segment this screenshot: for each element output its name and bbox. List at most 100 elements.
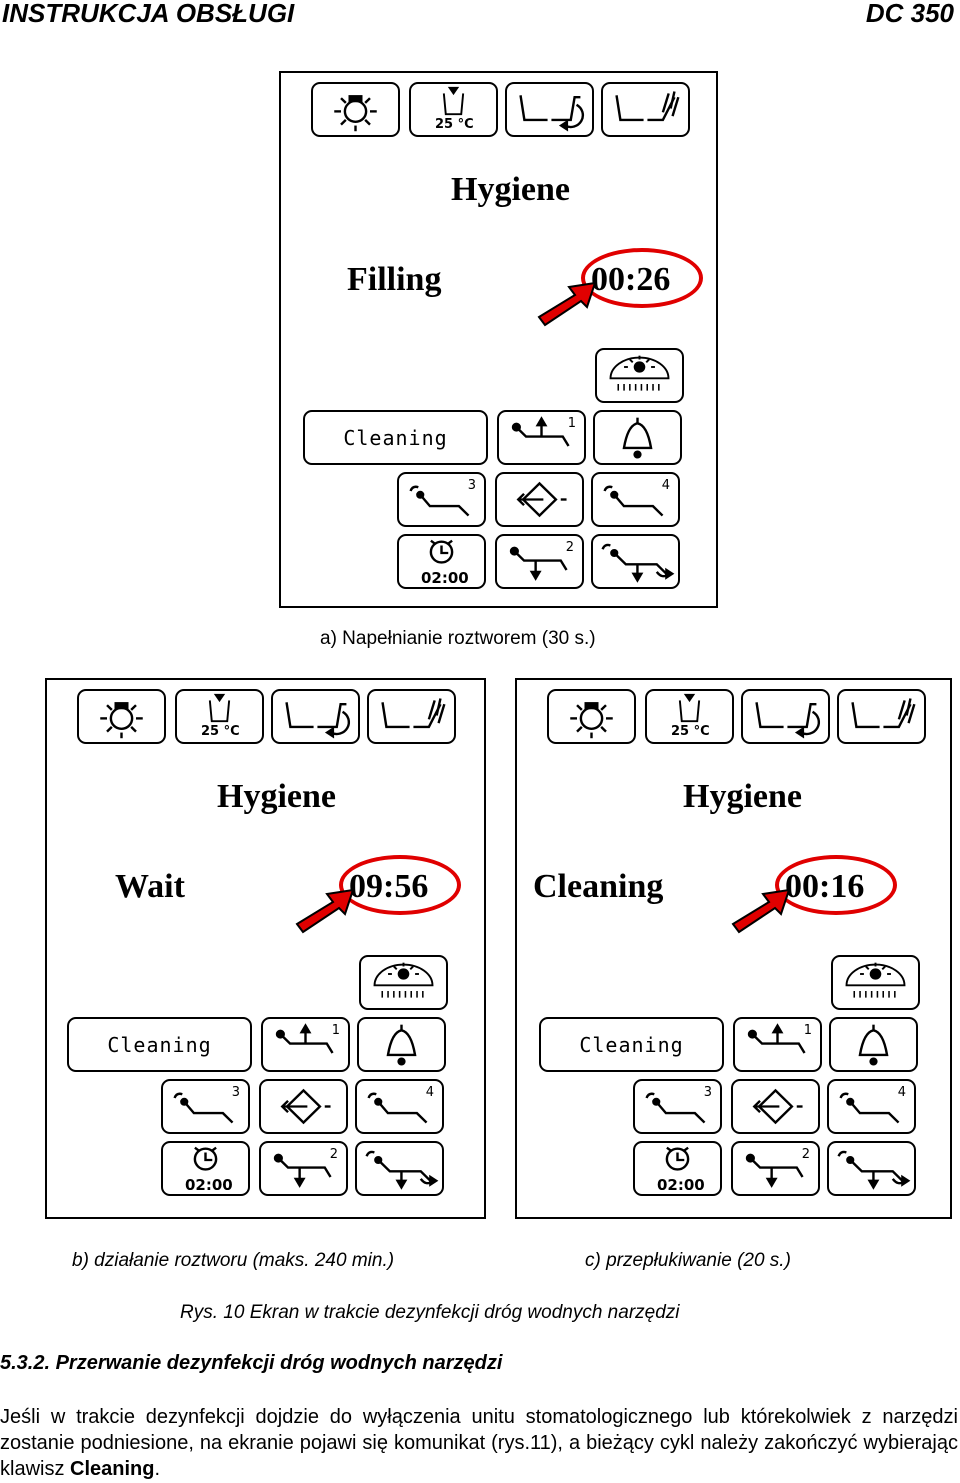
lamp-icon (79, 691, 164, 742)
instrument-handpiece-icon (829, 1081, 914, 1132)
model-name: DC 350 (865, 0, 954, 28)
instrument-1-button[interactable]: 1 (733, 1017, 822, 1072)
chair-spittoon-button[interactable] (367, 689, 456, 744)
instrument-1-button[interactable]: 1 (261, 1017, 350, 1072)
syringe-icon (261, 1081, 346, 1132)
syringe-button[interactable] (495, 472, 584, 527)
operating-light-icon (597, 350, 682, 401)
operating-light-button[interactable] (595, 348, 684, 403)
operating-light-icon (833, 957, 918, 1008)
paragraph-text: Jeśli w trakcie dezynfekcji dojdzie do w… (0, 1406, 958, 1480)
highlight-arrow-icon (729, 884, 799, 934)
position-number: 2 (801, 1147, 810, 1162)
instrument-5-button[interactable] (827, 1141, 916, 1196)
water-temperature-button[interactable]: 25 °C (645, 689, 734, 744)
instrument-2-button[interactable]: 2 (495, 534, 584, 589)
cleaning-button[interactable]: Cleaning (67, 1017, 252, 1072)
instrument-handpiece-icon (263, 1019, 348, 1070)
instrument-2-button[interactable]: 2 (259, 1141, 348, 1196)
position-number: 3 (703, 1085, 712, 1100)
screen-title: Hygiene (451, 171, 570, 208)
instrument-3-button[interactable]: 3 (633, 1079, 722, 1134)
operating-light-icon (361, 957, 446, 1008)
timer-button[interactable]: 02:00 (397, 534, 486, 589)
screen-state: Wait (115, 868, 185, 905)
bell-icon (831, 1019, 916, 1070)
temperature-label: 25 °C (201, 724, 240, 739)
instrument-handpiece-icon (497, 536, 582, 587)
instrument-handpiece-icon (735, 1019, 820, 1070)
cleaning-button[interactable]: Cleaning (539, 1017, 724, 1072)
instrument-2-button[interactable]: 2 (731, 1141, 820, 1196)
water-temperature-button[interactable]: 25 °C (175, 689, 264, 744)
syringe-button[interactable] (731, 1079, 820, 1134)
instrument-1-button[interactable]: 1 (497, 410, 586, 465)
instrument-4-button[interactable]: 4 (827, 1079, 916, 1134)
instrument-handpiece-icon (593, 474, 678, 525)
lamp-icon (549, 691, 634, 742)
position-number: 4 (425, 1085, 434, 1100)
position-number: 1 (331, 1023, 340, 1038)
lamp-button[interactable] (547, 689, 636, 744)
manual-title: INSTRUKCJA OBSŁUGI (2, 0, 295, 28)
timer-button[interactable]: 02:00 (161, 1141, 250, 1196)
instrument-3-button[interactable]: 3 (161, 1079, 250, 1134)
clock-icon (163, 1143, 248, 1194)
position-number: 2 (329, 1147, 338, 1162)
water-temperature-icon (177, 691, 262, 742)
instrument-5-button[interactable] (355, 1141, 444, 1196)
instrument-handpiece-icon (593, 536, 678, 587)
clock-icon (399, 536, 484, 587)
position-number: 2 (565, 540, 574, 555)
caption-a: a) Napełnianie roztworem (30 s.) (320, 628, 596, 649)
bell-button[interactable] (357, 1017, 446, 1072)
chair-spittoon-icon (603, 84, 688, 135)
highlight-circle (339, 855, 461, 915)
syringe-icon (497, 474, 582, 525)
chair-return-button[interactable] (505, 82, 594, 137)
instrument-4-button[interactable]: 4 (591, 472, 680, 527)
bell-icon (359, 1019, 444, 1070)
instrument-5-button[interactable] (591, 534, 680, 589)
cleaning-button[interactable]: Cleaning (303, 410, 488, 465)
instrument-3-button[interactable]: 3 (397, 472, 486, 527)
syringe-button[interactable] (259, 1079, 348, 1134)
chair-spittoon-icon (369, 691, 454, 742)
paragraph-end: . (154, 1458, 161, 1480)
position-number: 3 (231, 1085, 240, 1100)
section-heading: 5.3.2. Przerwanie dezynfekcji dróg wodny… (0, 1352, 503, 1374)
operating-light-button[interactable] (831, 955, 920, 1010)
bell-icon (595, 412, 680, 463)
highlight-circle (581, 248, 703, 308)
bell-button[interactable] (593, 410, 682, 465)
screen-state: Filling (347, 261, 442, 298)
clock-icon (635, 1143, 720, 1194)
caption-b: b) działanie roztworu (maks. 240 min.) (72, 1250, 395, 1271)
instrument-handpiece-icon (163, 1081, 248, 1132)
chair-return-icon (507, 84, 592, 135)
caption-c: c) przepłukiwanie (20 s.) (585, 1250, 791, 1271)
temperature-label: 25 °C (435, 117, 474, 132)
bell-button[interactable] (829, 1017, 918, 1072)
position-number: 1 (567, 416, 576, 431)
lamp-button[interactable] (311, 82, 400, 137)
water-temperature-button[interactable]: 25 °C (409, 82, 498, 137)
lamp-button[interactable] (77, 689, 166, 744)
chair-spittoon-button[interactable] (601, 82, 690, 137)
body-paragraph: Jeśli w trakcie dezynfekcji dojdzie do w… (0, 1404, 958, 1482)
operating-light-button[interactable] (359, 955, 448, 1010)
instrument-4-button[interactable]: 4 (355, 1079, 444, 1134)
position-number: 4 (661, 478, 670, 493)
chair-return-button[interactable] (741, 689, 830, 744)
highlight-arrow-icon (293, 884, 363, 934)
syringe-icon (733, 1081, 818, 1132)
chair-spittoon-icon (839, 691, 924, 742)
chair-return-button[interactable] (271, 689, 360, 744)
chair-spittoon-button[interactable] (837, 689, 926, 744)
instrument-handpiece-icon (261, 1143, 346, 1194)
screen-title: Hygiene (683, 778, 802, 815)
timer-button[interactable]: 02:00 (633, 1141, 722, 1196)
